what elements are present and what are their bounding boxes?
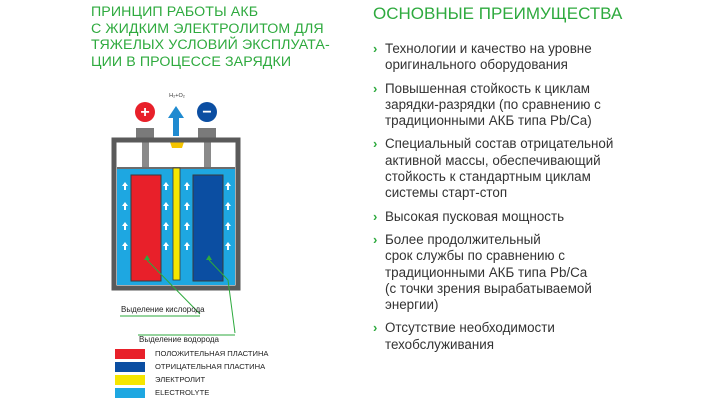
list-item-text: традиционными АКБ типа Pb/Ca) <box>385 113 592 129</box>
legend-label: ПОЛОЖИТЕЛЬНАЯ ПЛАСТИНА <box>155 349 269 358</box>
legend-label: ЭЛЕКТРОЛИТ <box>155 375 206 384</box>
list-item-text: традиционными АКБ типа Pb/Ca <box>385 264 588 280</box>
chevron-right-icon: › <box>373 80 378 96</box>
gas-release-arrow-icon <box>168 106 184 136</box>
plus-symbol: + <box>140 104 149 121</box>
chevron-right-icon: › <box>373 208 378 224</box>
bubble-arrows <box>122 182 231 250</box>
battery-casing <box>111 137 241 291</box>
diagram-title-line: ПРИНЦИП РАБОТЫ АКБ <box>91 4 259 20</box>
list-item-text: Специальный состав отрицательной <box>385 136 614 152</box>
hydrogen-callout-line <box>208 259 236 334</box>
legend-swatch <box>115 362 145 372</box>
plus-icon: + <box>135 102 155 122</box>
diagram-title: ПРИНЦИП РАБОТЫ АКБ С ЖИДКИМ ЭЛЕКТРОЛИТОМ… <box>91 4 351 70</box>
chevron-right-icon: › <box>373 136 378 152</box>
electrolyte-separator <box>172 167 181 281</box>
oxygen-label: Выделение кислорода <box>121 305 205 314</box>
list-item: › Технологии и качество на уровне оригин… <box>373 41 713 74</box>
negative-plate <box>192 174 224 282</box>
chevron-right-icon: › <box>373 320 378 336</box>
hydrogen-label: Выделение водорода <box>139 335 220 344</box>
list-item-text: энергии) <box>385 297 439 313</box>
list-item: › Высокая пусковая мощность <box>373 209 713 225</box>
list-item-text: системы старт-стоп <box>385 185 508 201</box>
gas-label: H₂+O₂ <box>169 93 185 99</box>
plus-terminal-rod <box>142 140 149 176</box>
vent-fitting <box>170 142 184 148</box>
diagram-title-line: ЦИИ В ПРОЦЕССЕ ЗАРЯДКИ <box>91 53 292 70</box>
list-item: › Повышенная стойкость к циклам зарядки-… <box>373 81 713 130</box>
minus-terminal <box>198 128 216 140</box>
list-item: › Более продолжительный срок службы по с… <box>373 232 713 313</box>
diagram-title-line: ТЯЖЕЛЫХ УСЛОВИЙ ЭКСПЛУАТА- <box>91 37 330 53</box>
list-item-text: оригинального оборудования <box>385 57 568 73</box>
legend-label: ОТРИЦАТЕЛЬНАЯ ПЛАСТИНА <box>155 362 266 371</box>
legend-swatch <box>115 375 145 385</box>
list-item-text: (с точки зрения вырабатываемой <box>385 280 592 296</box>
gas-markers <box>144 255 212 260</box>
positive-plate <box>130 174 162 282</box>
list-item-text: Повышенная стойкость к циклам <box>385 80 590 96</box>
list-item-text: активной массы, обеспечивающий <box>385 152 601 168</box>
minus-terminal-rod <box>204 140 211 176</box>
diagram-title-line: С ЖИДКИМ ЭЛЕКТРОЛИТОМ ДЛЯ <box>91 20 324 37</box>
minus-symbol: − <box>202 104 211 121</box>
chevron-right-icon: › <box>373 231 378 247</box>
list-item: › Специальный состав отрицательной актив… <box>373 136 713 201</box>
list-item-text: Отсутствие необходимости <box>385 320 555 336</box>
advantages-title: ОСНОВНЫЕ ПРЕИМУЩЕСТВА <box>373 4 623 23</box>
list-item-text: Высокая пусковая мощность <box>385 208 565 224</box>
list-item: › Отсутствие необходимости техобслуживан… <box>373 320 713 353</box>
list-item-text: Более продолжительный <box>385 231 541 247</box>
chevron-right-icon: › <box>373 41 378 56</box>
list-item-text: зарядки-разрядки (по сравнению с <box>385 96 601 112</box>
list-item-text: стойкость к стандартным циклам <box>385 169 591 185</box>
list-item-text: срок службы по сравнению с <box>385 248 565 264</box>
list-item-text: техобслуживания <box>385 336 494 352</box>
plus-terminal <box>136 128 154 140</box>
legend-swatch <box>115 349 145 359</box>
legend-label: ELECTROLYTE <box>155 388 210 397</box>
advantages-list: › Технологии и качество на уровне оригин… <box>373 41 713 360</box>
oxygen-callout-line <box>146 259 201 315</box>
list-item-text: Технологии и качество на уровне <box>385 41 592 56</box>
battery-diagram: + − H₂+O₂ <box>111 93 241 344</box>
minus-icon: − <box>197 102 217 122</box>
legend-swatch <box>115 388 145 398</box>
